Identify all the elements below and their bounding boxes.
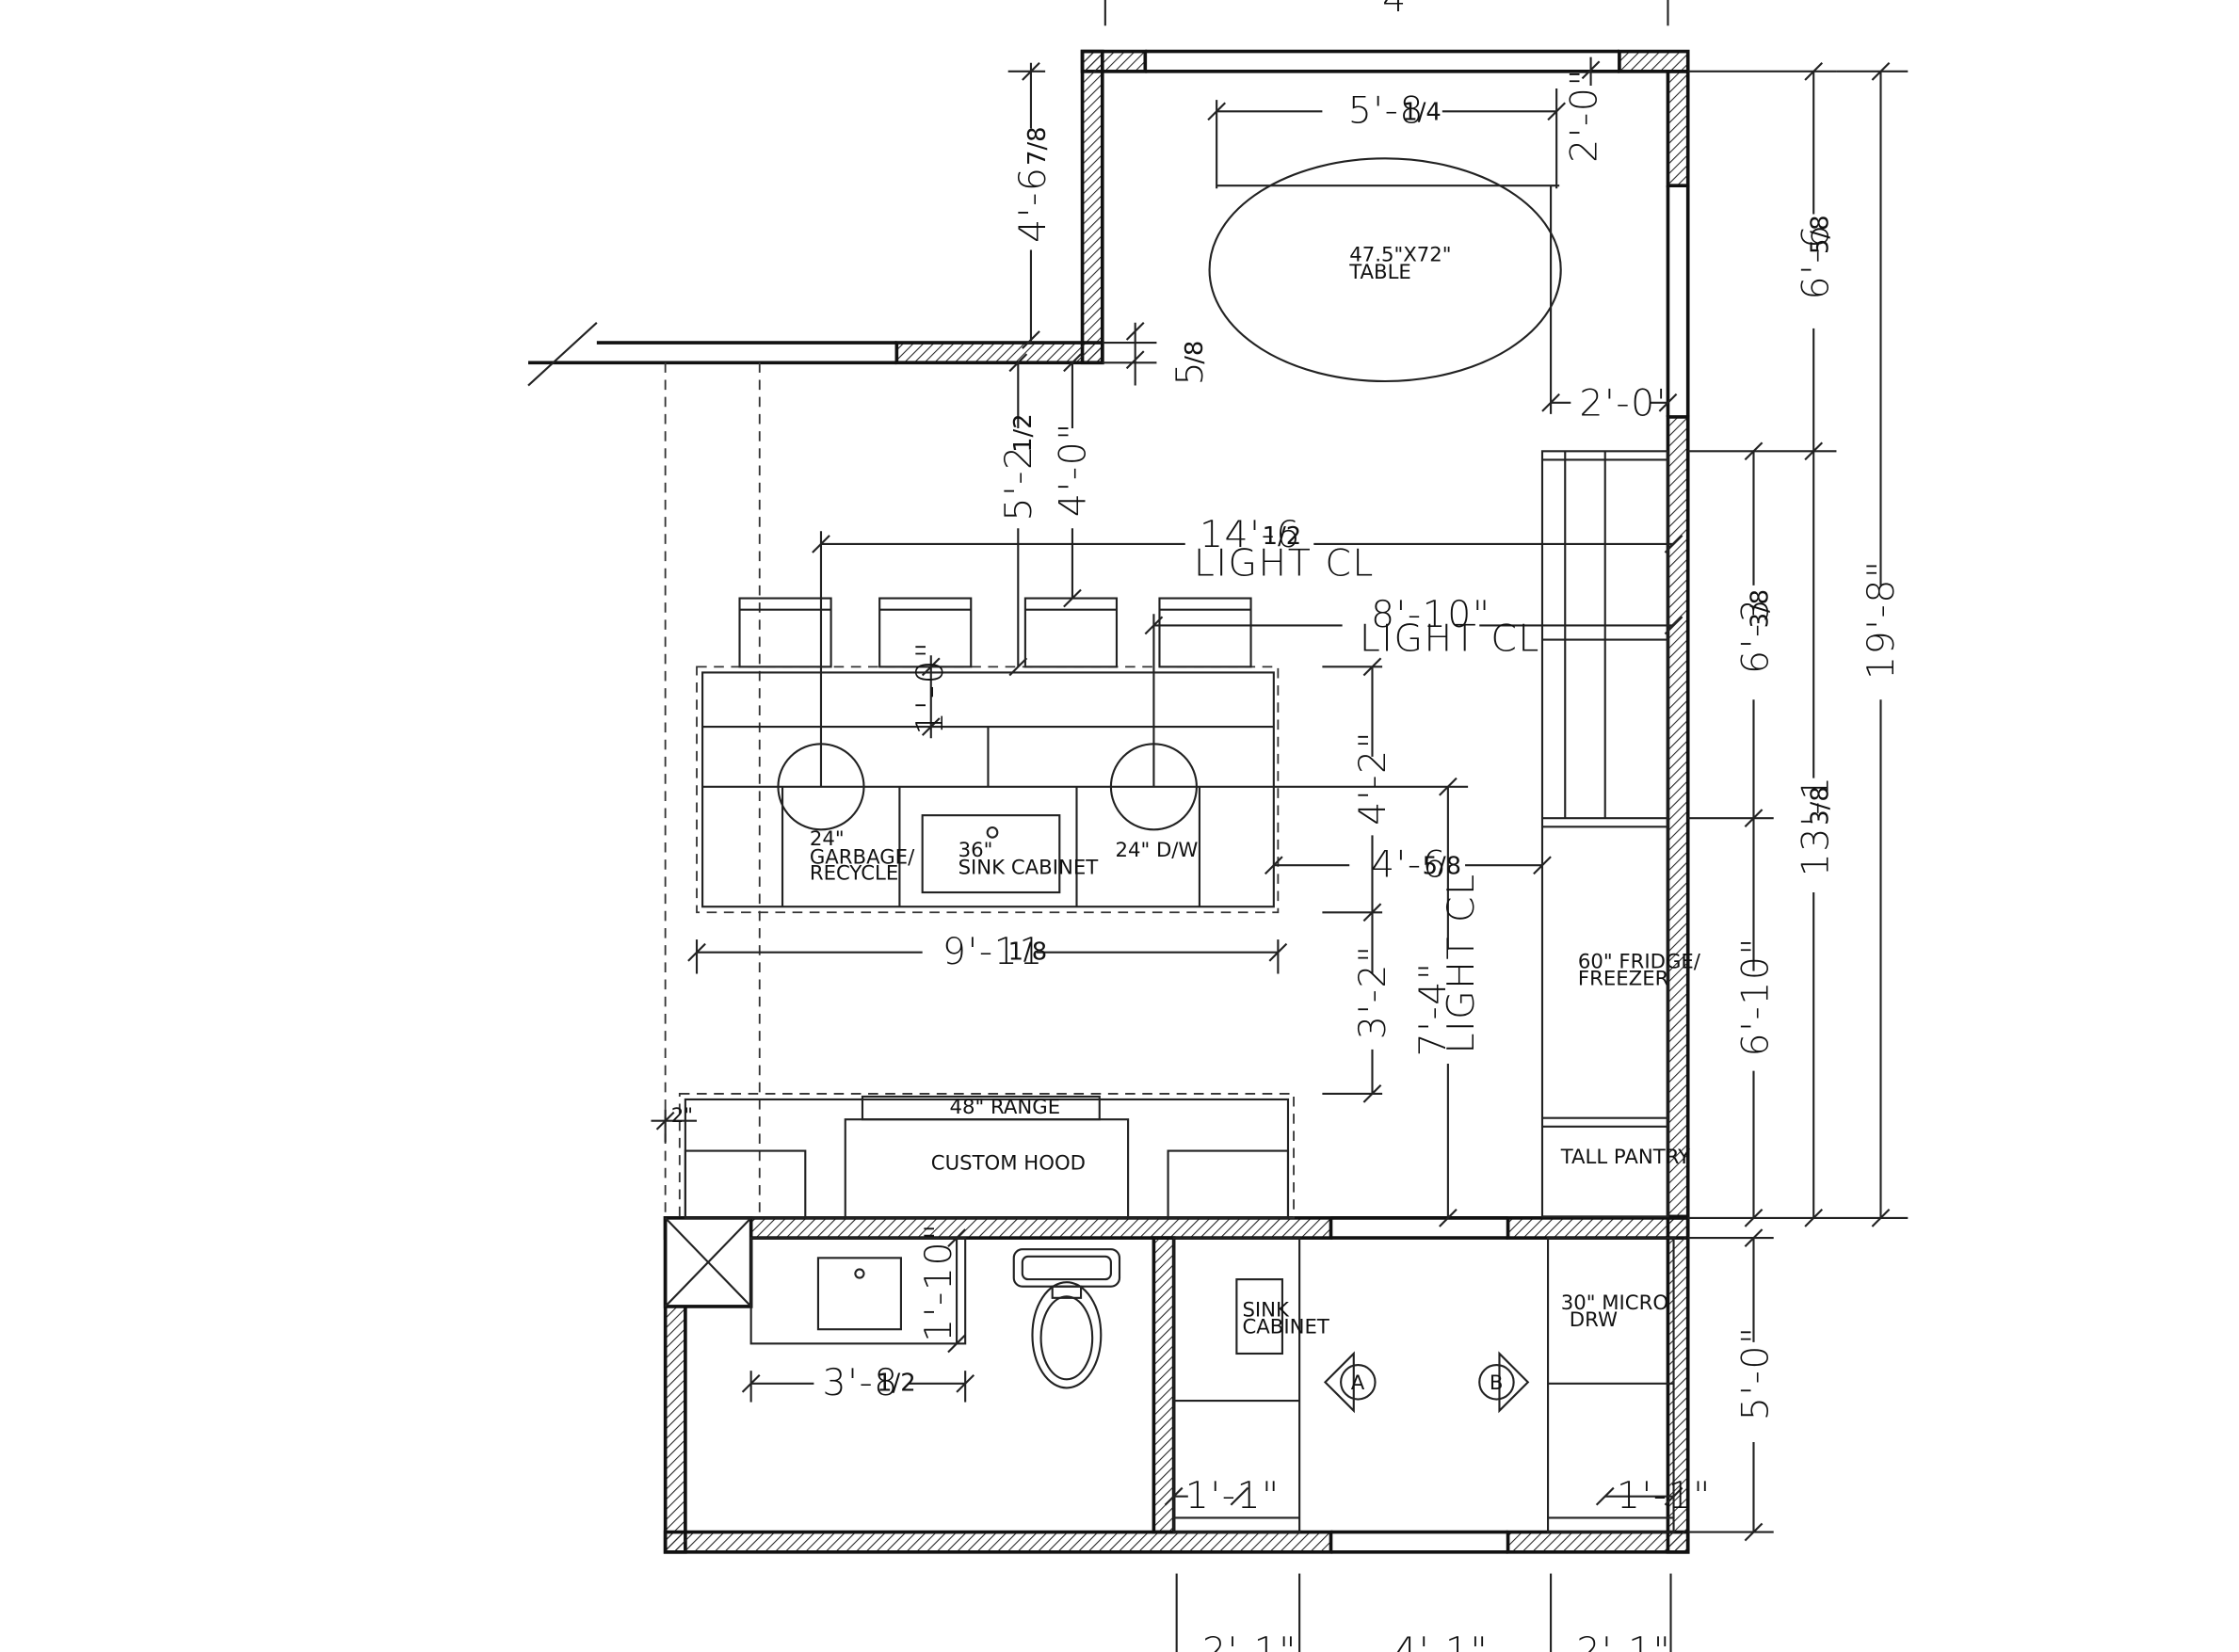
dim-left-wall: 4'-6 xyxy=(1011,167,1055,243)
dim-cab-left: 1'-1" xyxy=(1185,1474,1281,1517)
dim-span-1-frac: 1/2 xyxy=(1009,413,1038,452)
garbage-label-2: GARBAGE/ xyxy=(810,846,915,870)
dim-span-1: 5'-2 xyxy=(997,444,1040,521)
range-label: 48" RANGE xyxy=(949,1096,1060,1119)
bath-sink-label-2: CABINET xyxy=(1242,1316,1329,1339)
dim-light-cl-1-frac: 1/2 xyxy=(1263,522,1301,551)
dim-light-cl-1: 14'-6 xyxy=(1200,513,1301,556)
dim-table-width-frac: 1/4 xyxy=(1402,98,1441,126)
dim-jog: 5 xyxy=(1168,361,1212,386)
dim-island-length: 9'-11 xyxy=(942,930,1044,973)
dim-aisle: 3'-2" xyxy=(1351,944,1394,1039)
light-cl-label-3: LIGHT CL xyxy=(1440,873,1483,1053)
dim-overall: 19'-8" xyxy=(1860,559,1903,680)
dim-island-to-fridge: 4'-6 xyxy=(1371,842,1447,886)
dim-light-cl-2: 8'-10" xyxy=(1371,593,1491,636)
dim-light-cl-3: 7'-4" xyxy=(1411,962,1455,1057)
dimension-text: 4 5'-8 1/4 2'-0" 2'-0" 4'-6 7/8 5 /8 5'-… xyxy=(671,0,1903,1652)
pantry-label: TALL PANTRY xyxy=(1560,1146,1690,1169)
dim-top-partial: 4 xyxy=(1382,0,1408,21)
hood-label: CUSTOM HOOD xyxy=(931,1151,1086,1175)
sink-label-1: 36" xyxy=(958,839,993,862)
micro-label-2: DRW xyxy=(1570,1308,1618,1332)
micro-label-1: 30" MICRO xyxy=(1561,1291,1668,1315)
dining-table: 47.5"X72" TABLE xyxy=(1208,157,1562,383)
dim-island-overhang: 1'-0" xyxy=(909,640,952,735)
dim-bottom-3: 2'-1" xyxy=(1576,1629,1671,1652)
range-wall: 48" RANGE CUSTOM HOOD xyxy=(684,1095,1290,1219)
dim-right-mid-frac: 3/8 xyxy=(1747,589,1775,628)
dim-right-combined-frac: 3/8 xyxy=(1806,786,1834,825)
dim-right-mid: 6'-3 xyxy=(1734,598,1778,674)
dim-vanity-width-frac: 1/2 xyxy=(877,1369,915,1397)
garbage-label-1: 24" xyxy=(810,827,845,851)
dim-cab-right: 1'-1" xyxy=(1617,1474,1712,1517)
elevation-markers: A B xyxy=(1323,1351,1530,1414)
dim-right-combined: 13'-1 xyxy=(1794,775,1837,876)
kitchen-island: 24" GARBAGE/ RECYCLE 36" SINK CABINET 24… xyxy=(701,671,1469,908)
tall-cabinets: 60" FRIDGE/ FREEZER TALL PANTRY xyxy=(1540,450,1701,1218)
dim-right-upper: 6'-6 xyxy=(1794,223,1837,299)
dim-island-length-frac: 1/8 xyxy=(1008,938,1047,966)
dim-left-wall-frac: 7/8 xyxy=(1023,126,1052,165)
dim-clear-top: 2'-0" xyxy=(1563,68,1606,163)
dim-table-width: 5'-8 xyxy=(1348,88,1425,132)
garbage-label-3: RECYCLE xyxy=(810,861,898,885)
dim-span-2: 4'-0" xyxy=(1052,422,1095,517)
bath-sink-label-1: SINK xyxy=(1242,1299,1290,1323)
marker-b: B xyxy=(1490,1371,1504,1395)
walls xyxy=(527,49,1690,1554)
dim-vanity-depth: 1'-10" xyxy=(917,1222,960,1342)
dim-right-low: 6'-10" xyxy=(1734,937,1778,1057)
dim-bottom-2: 4'-1" xyxy=(1393,1629,1489,1652)
dim-small-left: 2" xyxy=(671,1104,693,1128)
dim-clear-right: 2'-0" xyxy=(1579,381,1674,425)
light-cl-label-2: LIGHT CL xyxy=(1360,617,1540,661)
bath-cabinets: SINK CABINET 30" MICRO DRW xyxy=(1172,1237,1675,1533)
fridge-label-2: FREEZER xyxy=(1578,968,1669,991)
table-label: 47.5"X72" xyxy=(1349,244,1451,267)
dim-island-to-fridge-frac: 5/8 xyxy=(1423,852,1461,880)
dim-bottom-1: 2'-1" xyxy=(1202,1629,1297,1652)
bar-stools xyxy=(738,597,1252,668)
dishwasher-label: 24" D/W xyxy=(1115,839,1198,862)
dim-island-depth: 4'-2" xyxy=(1351,730,1394,826)
light-cl-label-1: LIGHT CL xyxy=(1194,541,1375,585)
sink-label-2: SINK CABINET xyxy=(958,856,1100,879)
dimension-lines xyxy=(651,0,1909,1652)
powder-room xyxy=(749,1237,1121,1389)
table-sub-label: TABLE xyxy=(1348,261,1411,284)
dim-vanity-width: 3'-8 xyxy=(822,1361,898,1404)
dim-jog-frac: /8 xyxy=(1181,341,1209,364)
fridge-label-1: 60" FRIDGE/ xyxy=(1578,950,1701,973)
dim-right-upper-frac: 5/8 xyxy=(1806,216,1834,254)
marker-a: A xyxy=(1351,1371,1365,1395)
dim-bath-depth: 5'-0" xyxy=(1734,1325,1778,1420)
